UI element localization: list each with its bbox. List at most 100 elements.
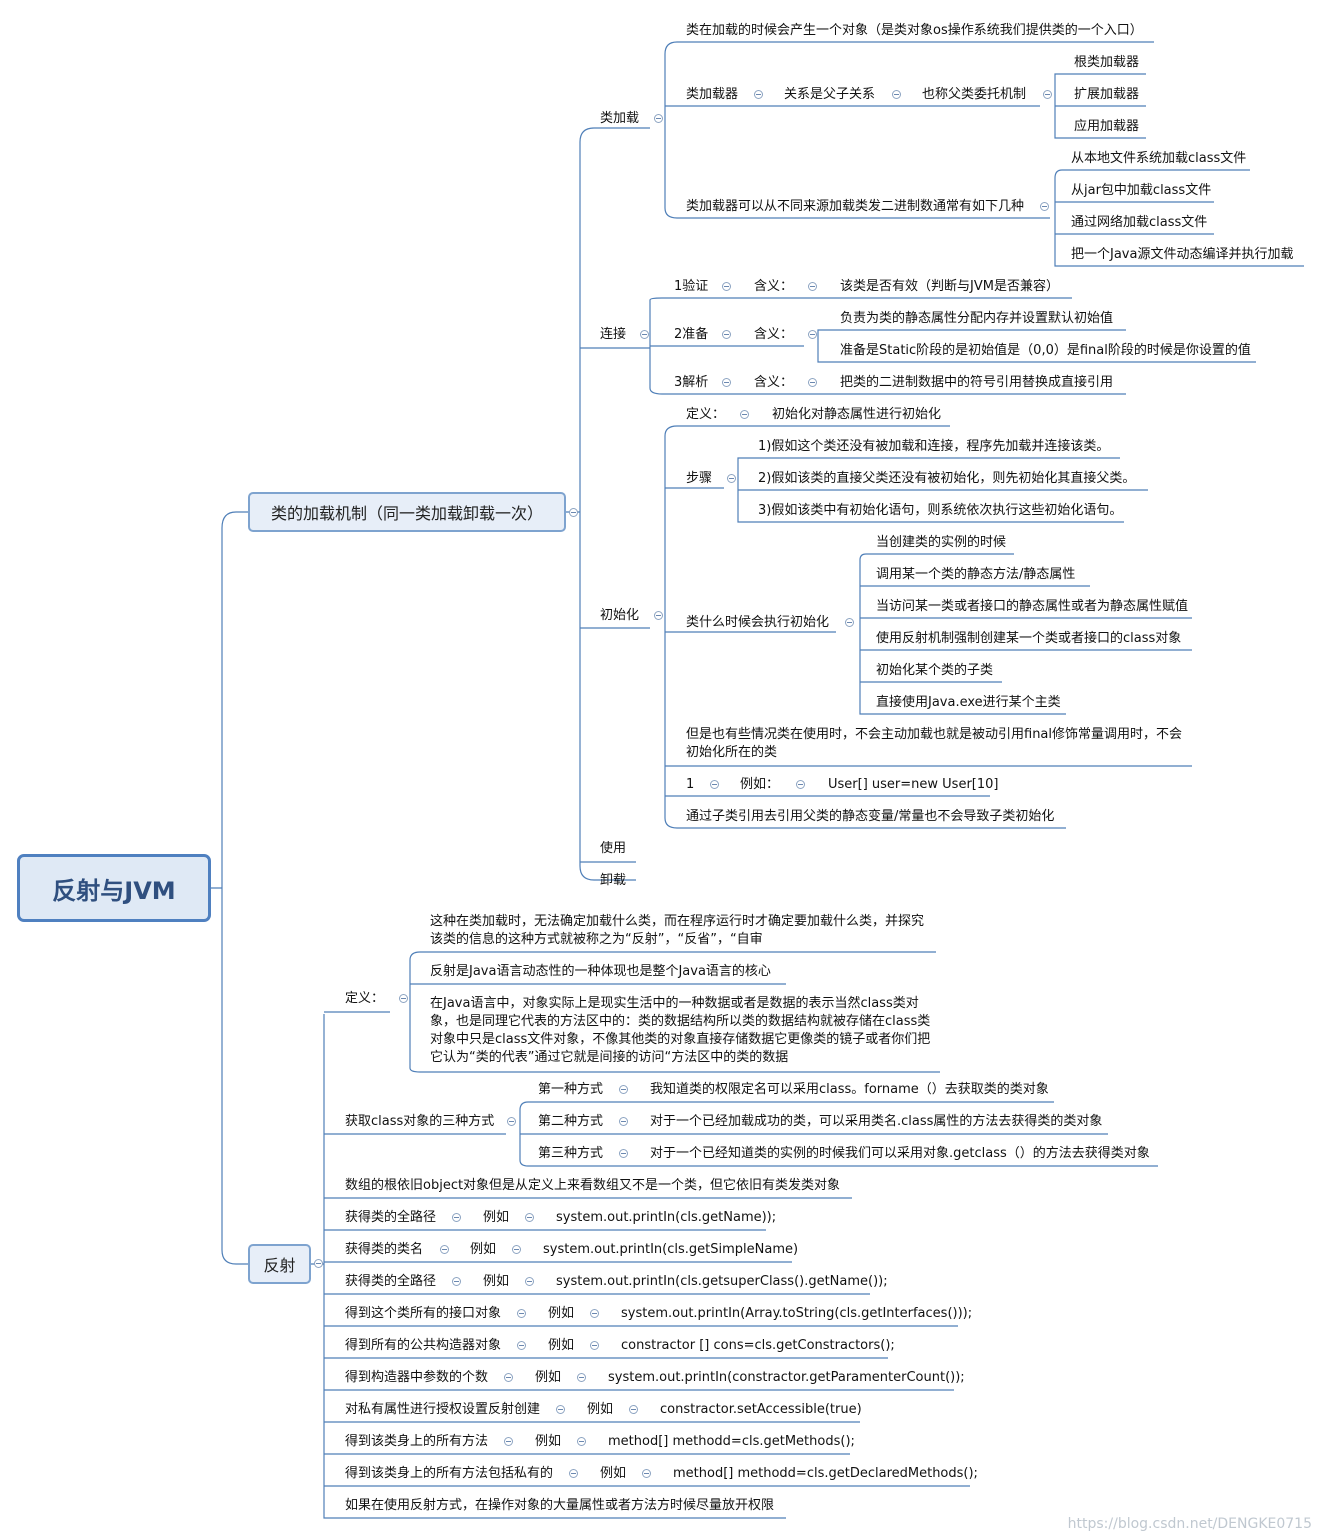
collapse-icon[interactable]	[556, 1405, 565, 1414]
node-text: 例如	[483, 1210, 510, 1225]
topic-class-loading[interactable]: 类的加载机制（同一类加载卸载一次）	[248, 492, 566, 532]
node-text: 例如	[483, 1274, 510, 1289]
collapse-icon[interactable]	[808, 378, 817, 387]
collapse-icon[interactable]	[569, 508, 578, 517]
node-text: 例如	[600, 1466, 627, 1481]
node-text: system.out.printIn(cls.getSimpleName)	[543, 1242, 799, 1257]
collapse-icon[interactable]	[440, 1245, 449, 1254]
node-text: 从本地文件系统加载class文件	[1071, 151, 1247, 166]
node-text: 含义：	[754, 375, 794, 390]
node-text: 初始化某个类的子类	[876, 663, 994, 678]
collapse-icon[interactable]	[452, 1213, 461, 1222]
node-text: 我知道类的权限定名可以采用class。forname（）去获取类的类对象	[650, 1082, 1049, 1097]
collapse-icon[interactable]	[808, 282, 817, 291]
collapse-icon[interactable]	[710, 780, 719, 789]
node-text: 第三种方式	[538, 1146, 604, 1161]
node-text: 准备是Static阶段的是初始值是（0,0）是final阶段的时候是你设置的值	[840, 343, 1251, 358]
collapse-icon[interactable]	[740, 410, 749, 419]
watermark: https://blog.csdn.net/DENGKE0715	[1067, 1516, 1312, 1532]
collapse-icon[interactable]	[399, 994, 408, 1003]
node-text: 当访问某一类或者接口的静态属性或者为静态属性赋值	[876, 599, 1189, 614]
collapse-icon[interactable]	[517, 1341, 526, 1350]
collapse-icon[interactable]	[796, 780, 805, 789]
collapse-icon[interactable]	[654, 114, 663, 123]
collapse-icon[interactable]	[525, 1213, 534, 1222]
collapse-icon[interactable]	[845, 618, 854, 627]
node-text: 2准备	[674, 327, 709, 342]
node-text: 1验证	[674, 279, 709, 294]
collapse-icon[interactable]	[640, 330, 649, 339]
node-text: system.out.printIn(constractor.getParame…	[608, 1370, 965, 1385]
node-text: 使用反射机制强制创建某一个类或者接口的class对象	[876, 631, 1182, 646]
collapse-icon[interactable]	[577, 1437, 586, 1446]
node-text: 3)假如该类中有初始化语句，则系统依次执行这些初始化语句。	[758, 503, 1123, 518]
collapse-icon[interactable]	[504, 1437, 513, 1446]
node-text: 含义：	[754, 327, 794, 342]
node-text: 从jar包中加载class文件	[1071, 183, 1212, 198]
node-text: 2)假如该类的直接父类还没有被初始化，则先初始化其直接父类。	[758, 471, 1136, 486]
collapse-icon[interactable]	[754, 90, 763, 99]
node-text: 定义：	[686, 407, 726, 422]
node-text: 这种在类加载时，无法确定加载什么类，而在程序运行时才确定要加载什么类，并探究该类…	[430, 914, 925, 947]
collapse-icon[interactable]	[1040, 202, 1049, 211]
collapse-icon[interactable]	[722, 378, 731, 387]
branch-class-load[interactable]: 类加载	[600, 111, 640, 126]
collapse-icon[interactable]	[619, 1085, 628, 1094]
collapse-icon[interactable]	[525, 1277, 534, 1286]
collapse-icon[interactable]	[314, 1259, 323, 1268]
collapse-icon[interactable]	[1043, 90, 1052, 99]
node-text: 1)假如这个类还没有被加载和连接，程序先加载并连接该类。	[758, 439, 1110, 454]
collapse-icon[interactable]	[892, 90, 901, 99]
collapse-icon[interactable]	[577, 1373, 586, 1382]
collapse-icon[interactable]	[808, 330, 817, 339]
node-text: 例如	[535, 1434, 562, 1449]
node-text: 根类加载器	[1074, 55, 1140, 70]
node-text: 当创建类的实例的时候	[876, 535, 1007, 550]
collapse-icon[interactable]	[722, 330, 731, 339]
node-text: 类在加载的时候会产生一个对象（是类对象os操作系统我们提供类的一个入口）	[686, 23, 1143, 38]
collapse-icon[interactable]	[619, 1117, 628, 1126]
collapse-icon[interactable]	[654, 611, 663, 620]
collapse-icon[interactable]	[569, 1469, 578, 1478]
collapse-icon[interactable]	[722, 282, 731, 291]
collapse-icon[interactable]	[512, 1245, 521, 1254]
node-text: 初始化对静态属性进行初始化	[772, 407, 942, 422]
collapse-icon[interactable]	[727, 474, 736, 483]
node-text: 得到所有的公共构造器对象	[345, 1338, 502, 1353]
collapse-icon[interactable]	[590, 1309, 599, 1318]
root-topic[interactable]: 反射与JVM	[17, 854, 211, 922]
node-text: system.out.printIn(Array.toString(cls.ge…	[621, 1306, 973, 1321]
collapse-icon[interactable]	[452, 1277, 461, 1286]
node-text: 把类的二进制数据中的符号引用替换成直接引用	[840, 375, 1114, 390]
node-text: system.out.printIn(cls.getsuperClass().g…	[556, 1274, 888, 1289]
node-text: 也称父类委托机制	[922, 87, 1027, 102]
node-text: 获得类的类名	[345, 1242, 424, 1257]
node-text: 第一种方式	[538, 1082, 604, 1097]
node-text: 调用某一个类的静态方法/静态属性	[876, 567, 1076, 582]
branch-use[interactable]: 使用	[600, 841, 627, 856]
node-text: 对私有属性进行授权设置反射创建	[345, 1402, 541, 1417]
collapse-icon[interactable]	[504, 1373, 513, 1382]
collapse-icon[interactable]	[507, 1117, 516, 1126]
collapse-icon[interactable]	[517, 1309, 526, 1318]
branch-init[interactable]: 初始化	[600, 608, 640, 623]
node-text: 获得类的全路径	[345, 1274, 437, 1289]
node-text: 对于一个已经加载成功的类，可以采用类名.class属性的方法去获得类的类对象	[650, 1114, 1103, 1129]
collapse-icon[interactable]	[590, 1341, 599, 1350]
topic-reflection[interactable]: 反射	[248, 1244, 311, 1284]
node-text: 但是也有些情况类在使用时，不会主动加载也就是被动引用final修饰常量调用时，不…	[686, 727, 1183, 760]
collapse-icon[interactable]	[642, 1469, 651, 1478]
branch-unload[interactable]: 卸载	[600, 873, 627, 888]
node-text: 得到该类身上的所有方法包括私有的	[345, 1466, 554, 1481]
node-text: 如果在使用反射方式，在操作对象的大量属性或者方法方时候尽量放开权限	[345, 1498, 775, 1513]
node-text: 对于一个已经知道类的实例的时候我们可以采用对象.getclass（）的方法去获得…	[650, 1146, 1150, 1161]
collapse-icon[interactable]	[619, 1149, 628, 1158]
node-text: method[] methodd=cls.getDeclaredMethods(…	[673, 1466, 978, 1481]
node-text: constractor [] cons=cls.getConstractors(…	[621, 1338, 895, 1353]
node-text: 例如	[587, 1402, 614, 1417]
collapse-icon[interactable]	[629, 1405, 638, 1414]
node-text: 把一个Java源文件动态编译并执行加载	[1071, 247, 1294, 262]
branch-link[interactable]: 连接	[600, 327, 627, 342]
node-text: 通过子类引用去引用父类的静态变量/常量也不会导致子类初始化	[686, 809, 1055, 824]
node-text: 直接使用Java.exe进行某个主类	[876, 695, 1061, 710]
